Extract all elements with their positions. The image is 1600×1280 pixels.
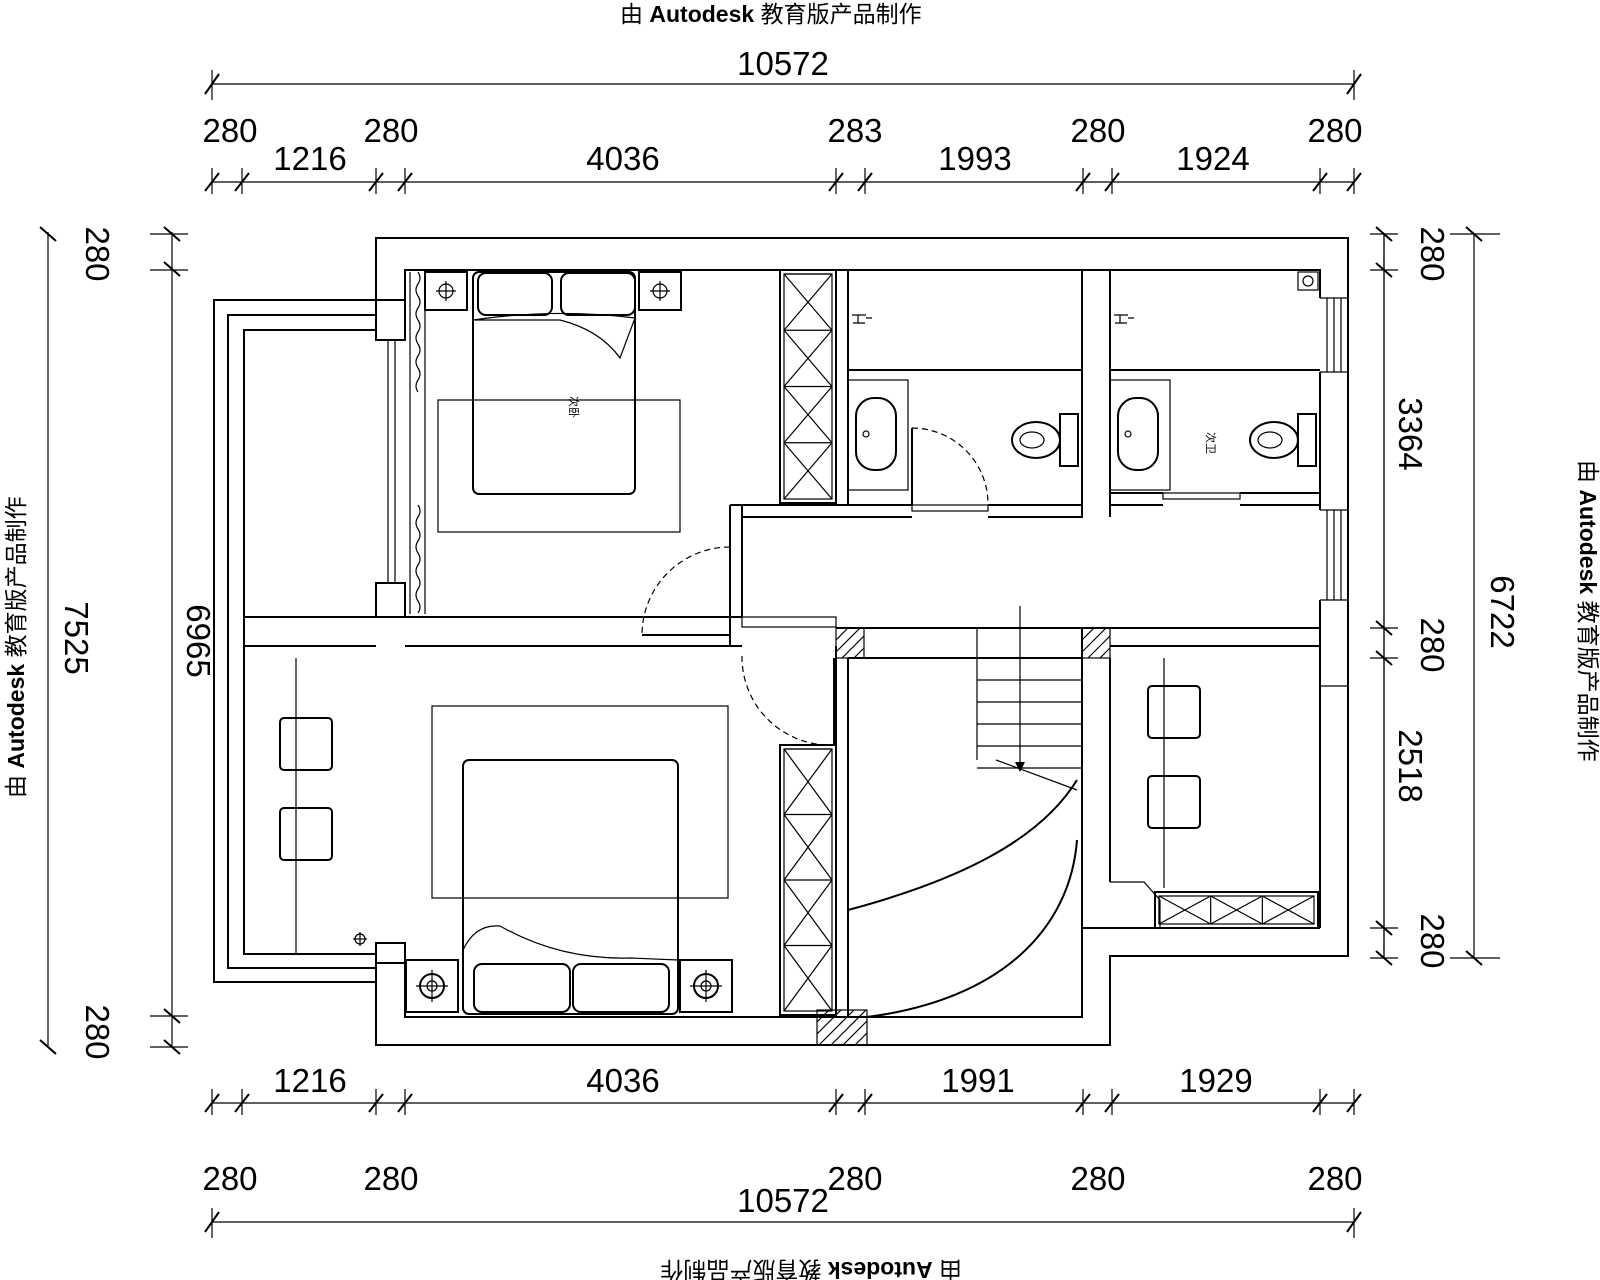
- dim-bottom-wall: 280: [202, 1160, 257, 1197]
- walls: [213, 237, 1349, 1046]
- dim-bottom-wall: 280: [1307, 1160, 1362, 1197]
- dim-tick: [1346, 1093, 1362, 1113]
- watermark-right: 由 Autodesk 教育版产品制作: [1575, 460, 1600, 762]
- dim-top-room: 1924: [1176, 140, 1249, 177]
- dim-tick: [1375, 920, 1393, 936]
- right-dimensions: 280 3364 280 2518 280 6722: [1370, 226, 1521, 969]
- dim-right-segment: 280: [1414, 913, 1451, 968]
- doors: [641, 427, 989, 746]
- dim-top-room: 4036: [586, 140, 659, 177]
- dim-tick: [1375, 226, 1393, 242]
- dim-bottom-room: 1929: [1179, 1062, 1252, 1099]
- right-room: [1110, 658, 1201, 928]
- dim-top-room: 1216: [273, 140, 346, 177]
- dim-right-segment: 280: [1414, 617, 1451, 672]
- dim-right-segment: 280: [1414, 226, 1451, 281]
- dim-tick: [1075, 1093, 1091, 1113]
- stairs: [847, 606, 1082, 1018]
- dim-tick: [1375, 620, 1393, 636]
- dim-tick: [234, 1093, 250, 1113]
- dim-tick: [1375, 262, 1393, 278]
- dim-right-outer: 6722: [1484, 575, 1521, 648]
- dim-bottom-room: 4036: [586, 1062, 659, 1099]
- dim-tick: [1104, 1093, 1120, 1113]
- dim-tick: [397, 172, 413, 192]
- dim-tick: [857, 1093, 873, 1113]
- dim-top-wall: 283: [827, 112, 882, 149]
- dim-tick: [1375, 650, 1393, 666]
- dim-tick: [828, 172, 844, 192]
- left-dimensions: 7525 280 280 6965: [39, 226, 217, 1060]
- wardrobe: [779, 269, 837, 504]
- dim-tick: [368, 172, 384, 192]
- dim-bottom-wall: 280: [363, 1160, 418, 1197]
- dim-bottom-wall: 280: [1070, 1160, 1125, 1197]
- dim-tick: [234, 172, 250, 192]
- dim-right-segment: 2518: [1392, 729, 1429, 802]
- dim-tick: [1104, 172, 1120, 192]
- top-dimensions: 10572 280 280 283 280 280 1216 4036 1993…: [202, 45, 1363, 194]
- master-bedroom: [279, 658, 733, 1015]
- watermark-left: 由 Autodesk 教育版产品制作: [3, 496, 29, 798]
- dim-bottom-room: 1216: [273, 1062, 346, 1099]
- dim-left-wall-top: 280: [79, 226, 116, 281]
- dim-tick: [204, 172, 220, 192]
- wardrobe: [779, 744, 837, 1016]
- dim-top-wall: 280: [363, 112, 418, 149]
- dim-bottom-wall: 280: [827, 1160, 882, 1197]
- dim-bottom-room: 1991: [941, 1062, 1014, 1099]
- dim-left-wall-bottom: 280: [79, 1004, 116, 1059]
- watermark-top: 由 Autodesk 教育版产品制作: [620, 1, 922, 27]
- dim-tick: [828, 1093, 844, 1113]
- dim-top-room: 1993: [938, 140, 1011, 177]
- dim-tick: [1312, 172, 1328, 192]
- upper-bedroom: 次卧: [387, 271, 682, 614]
- dim-tick: [1346, 172, 1362, 192]
- dim-top-wall: 280: [202, 112, 257, 149]
- dim-tick: [368, 1093, 384, 1113]
- dim-tick: [1375, 950, 1393, 966]
- bottom-dimensions: 1216 4036 1991 1929 280 280 280 280 280 …: [202, 1062, 1363, 1238]
- dim-left-inner: 6965: [180, 604, 217, 677]
- wardrobe: [1154, 891, 1319, 929]
- room-label-secondary-bedroom: 次卧: [567, 396, 581, 418]
- watermark-bottom: 由 Autodesk 教育版产品制作: [660, 1257, 962, 1280]
- dim-right-segment: 3364: [1392, 397, 1429, 470]
- bathrooms: 次卫: [847, 271, 1319, 491]
- dim-top-total: 10572: [737, 45, 829, 82]
- wardrobes: [779, 269, 1319, 1016]
- room-label-bathroom: 次卫: [1204, 432, 1218, 454]
- dim-top-wall: 280: [1070, 112, 1125, 149]
- dim-tick: [204, 1093, 220, 1113]
- dim-tick: [1312, 1093, 1328, 1113]
- dim-top-wall: 280: [1307, 112, 1362, 149]
- dim-bottom-total: 10572: [737, 1182, 829, 1219]
- dim-tick: [397, 1093, 413, 1113]
- dim-tick: [857, 172, 873, 192]
- dim-tick: [1075, 172, 1091, 192]
- dim-left-outer: 7525: [58, 601, 95, 674]
